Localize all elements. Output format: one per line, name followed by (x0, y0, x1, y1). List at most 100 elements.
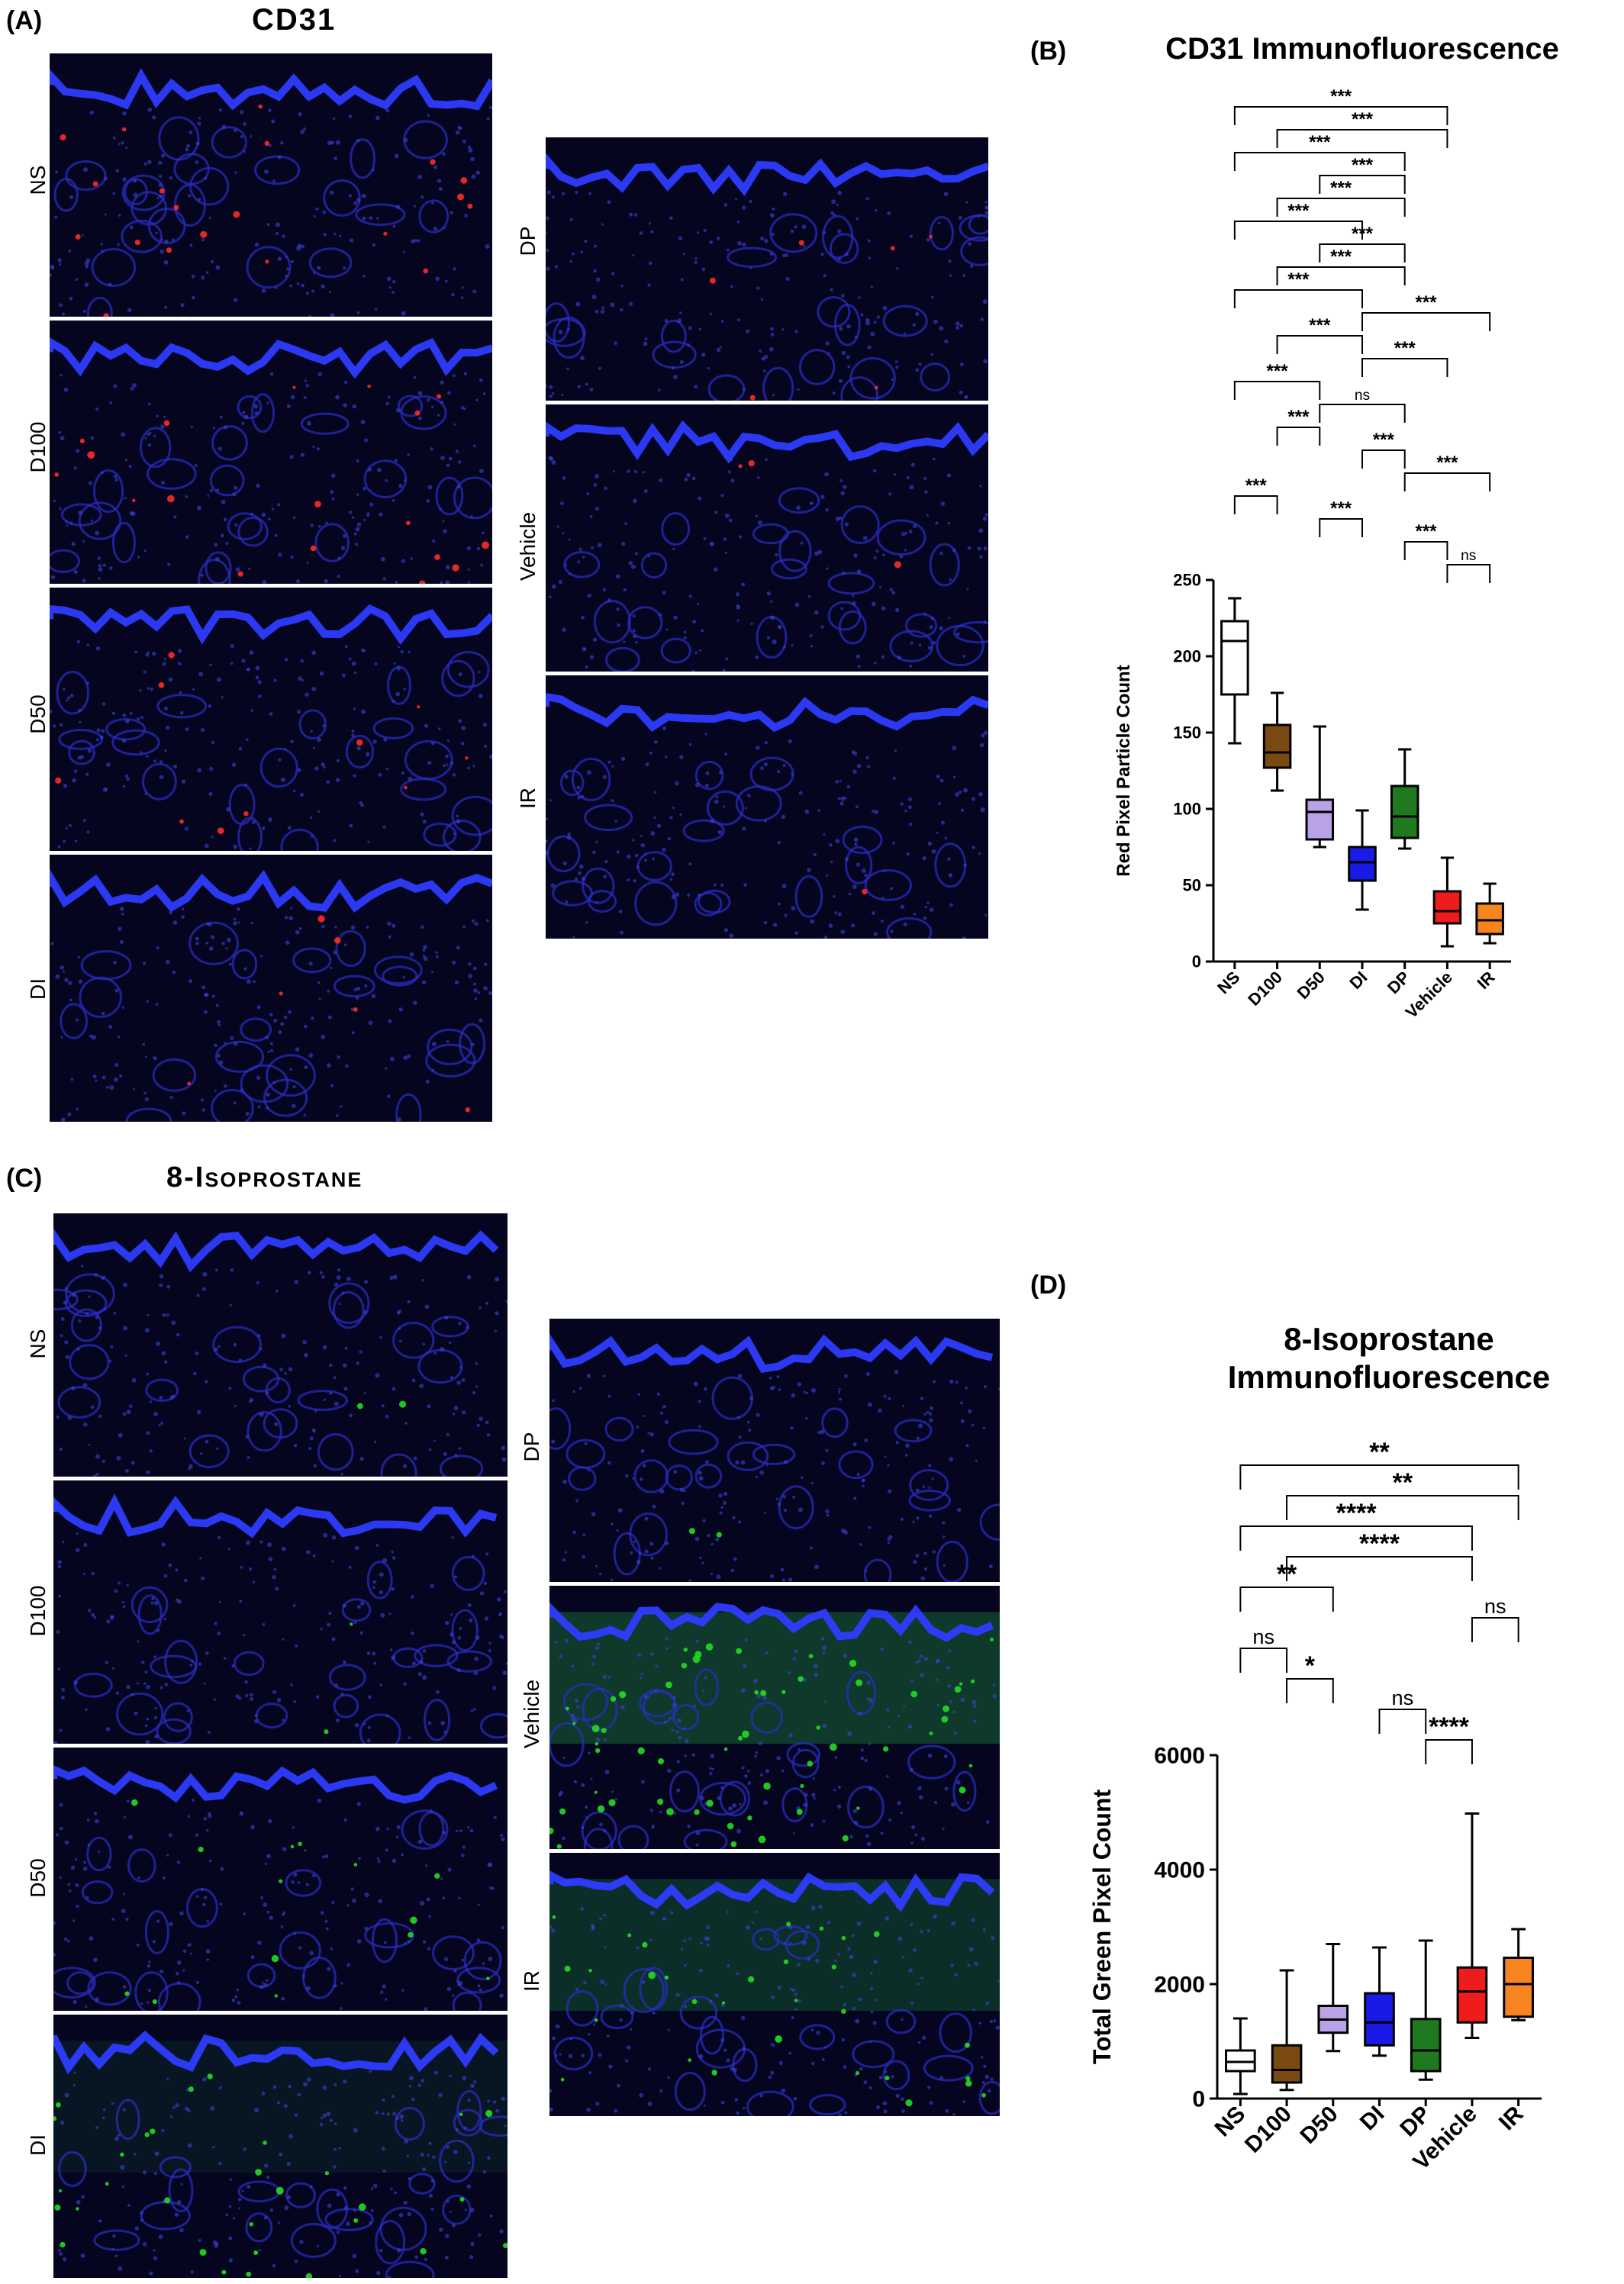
box-iqr (1432, 890, 1462, 925)
x-tick-label: DI (1345, 968, 1371, 993)
significance-bracket: *** (1233, 361, 1321, 400)
micrograph-image (53, 1480, 508, 1744)
significance-label: ** (1369, 1438, 1390, 1467)
micrograph-image (50, 53, 492, 317)
panel-c-label: (C) (6, 1164, 43, 1193)
y-tick-label: 50 (1183, 876, 1201, 895)
bracket-line (1276, 427, 1321, 446)
box-iqr (1364, 1992, 1395, 2047)
bracket-line (1276, 129, 1448, 148)
significance-label: **** (1359, 1529, 1400, 1558)
bracket-line (1233, 495, 1278, 514)
significance-label: **** (1429, 1712, 1470, 1741)
significance-bracket: *** (1361, 338, 1448, 377)
significance-label: ns (1252, 1625, 1274, 1648)
x-tick-label: NS (1213, 968, 1243, 997)
micro-a-ns (50, 53, 492, 317)
x-tick-label: DP (1384, 968, 1413, 997)
significance-label: ** (1393, 1468, 1413, 1497)
micrograph-image (546, 137, 988, 401)
significance-label: *** (1330, 178, 1352, 198)
y-tick-label: 6000 (1154, 1744, 1205, 1769)
micrograph-image (50, 855, 492, 1122)
significance-label: *** (1352, 109, 1374, 130)
significance-bracket: * (1286, 1651, 1334, 1703)
significance-bracket: *** (1403, 453, 1491, 491)
box-iqr (1220, 620, 1249, 696)
significance-bracket: *** (1361, 430, 1406, 469)
significance-bracket: *** (1319, 224, 1406, 263)
significance-bracket: *** (1403, 521, 1448, 560)
box-di (1364, 1946, 1395, 2057)
bracket-line (1233, 152, 1406, 171)
significance-label: ** (1277, 1560, 1297, 1589)
row-label-c-ns: NS (26, 1329, 50, 1359)
micro-c-ir (549, 1853, 1000, 2116)
bracket-line (1319, 404, 1406, 423)
significance-label: *** (1287, 269, 1310, 290)
box-di (1348, 809, 1377, 911)
significance-bracket: ** (1239, 1438, 1519, 1490)
row-label-a-dp: DP (516, 226, 540, 256)
y-tick-label: 4000 (1154, 1858, 1205, 1883)
bracket-line (1471, 1617, 1519, 1642)
significance-label: *** (1245, 475, 1268, 496)
bracket-line (1276, 266, 1406, 285)
x-tick-label: IR (1494, 2101, 1529, 2135)
micrograph-image (53, 2015, 508, 2278)
significance-label: *** (1416, 521, 1438, 542)
y-tick-label: 100 (1173, 800, 1201, 819)
bracket-line (1361, 358, 1448, 377)
x-tick-label: D100 (1240, 2102, 1297, 2158)
bracket-line (1319, 175, 1406, 194)
significance-bracket: ** (1286, 1468, 1519, 1520)
bracket-line (1276, 198, 1406, 217)
significance-label: ns (1461, 548, 1476, 564)
box-ns (1220, 597, 1249, 745)
panel-a-title: CD31 (252, 3, 337, 37)
row-label-a-ir: IR (516, 788, 540, 809)
micro-a-d50 (50, 588, 492, 851)
significance-label: ns (1355, 388, 1370, 404)
row-label-a-d50: D50 (26, 694, 50, 734)
box-iqr (1456, 1966, 1488, 2024)
bracket-line (1361, 312, 1491, 331)
significance-bracket: *** (1233, 132, 1406, 171)
significance-bracket: *** (1276, 178, 1406, 217)
box-ns (1225, 2017, 1256, 2096)
bracket-line (1286, 1678, 1334, 1703)
micro-c-vehicle (549, 1586, 1000, 1849)
significance-label: *** (1352, 224, 1374, 244)
bracket-line (1239, 1525, 1473, 1551)
micrograph-image (549, 1319, 1000, 1582)
bracket-line (1276, 335, 1363, 354)
significance-label: *** (1416, 292, 1438, 313)
significance-label: ns (1391, 1686, 1413, 1709)
x-tick-label: Vehicle (1402, 968, 1456, 1022)
box-iqr (1262, 723, 1292, 769)
x-tick-label: D100 (1244, 968, 1286, 1010)
significance-bracket: *** (1276, 315, 1363, 354)
significance-bracket: ns (1471, 1594, 1519, 1642)
significance-bracket: *** (1319, 155, 1406, 194)
y-tick-label: 0 (1192, 2087, 1205, 2112)
bracket-line (1286, 1556, 1473, 1581)
micrograph-image (546, 675, 988, 939)
significance-bracket: ns (1319, 388, 1406, 423)
box-dp (1410, 1939, 1442, 2081)
significance-label: *** (1287, 407, 1310, 427)
significance-label: *** (1330, 498, 1352, 519)
bracket-line (1239, 1587, 1334, 1612)
y-tick-label: 2000 (1154, 1973, 1205, 1998)
y-tick-label: 250 (1173, 571, 1201, 590)
micrograph-image (549, 1853, 1000, 2116)
micrograph-image (53, 1748, 508, 2011)
row-label-c-d50: D50 (26, 1858, 50, 1898)
micro-a-di (50, 855, 492, 1122)
significance-label: ns (1484, 1594, 1506, 1618)
row-label-c-di: DI (26, 2134, 50, 2156)
significance-bracket: *** (1319, 498, 1363, 537)
row-label-c-ir: IR (520, 1970, 543, 1992)
box-iqr (1410, 2018, 1442, 2073)
micro-a-dp (546, 137, 988, 401)
